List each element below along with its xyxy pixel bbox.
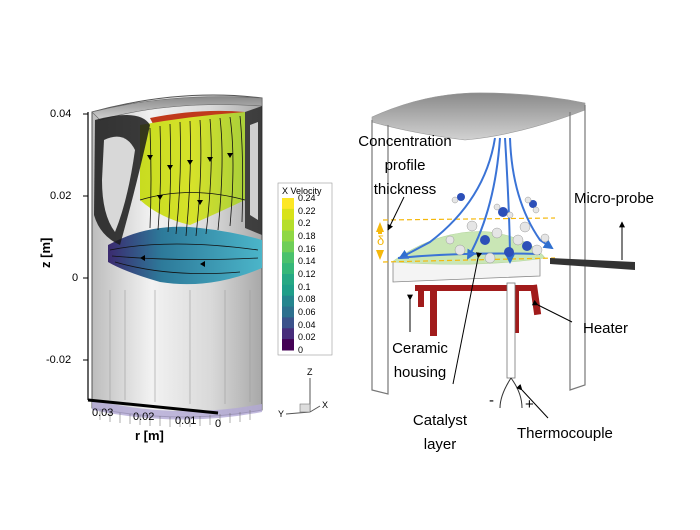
cylinder-top-cap <box>91 96 263 121</box>
heater <box>415 284 542 336</box>
r-tick-1: 0.03 <box>92 407 114 419</box>
legend-color-swatch <box>282 263 294 275</box>
legend-color-swatch <box>282 230 294 242</box>
annotation-lines <box>387 196 625 419</box>
cfd-plot <box>83 94 333 427</box>
legend-tick-label: 0 <box>298 345 304 355</box>
legend-color-swatch <box>282 208 294 221</box>
label-ceramic-1: Ceramic <box>392 340 448 357</box>
legend-title: X Velocity <box>282 186 322 196</box>
r-tick-2: 0.02 <box>133 411 155 423</box>
legend-tick-label: 0.12 <box>298 269 316 279</box>
micro-probe <box>550 258 635 270</box>
label-micro-probe: Micro-probe <box>574 190 655 207</box>
streamlines <box>109 115 259 275</box>
legend-color-swatch <box>282 198 294 210</box>
label-plus: + <box>525 396 534 413</box>
legend-color-swatch <box>282 274 294 286</box>
label-thermocouple: Thermocouple <box>517 425 613 442</box>
inflow-arrows <box>99 410 251 427</box>
label-ceramic-2: housing <box>393 364 447 381</box>
legend-color-swatch <box>282 284 294 297</box>
z-tick-2: 0.02 <box>50 190 72 202</box>
legend-tick-label: 0.02 <box>298 332 316 343</box>
r-tick-4: 0 <box>215 418 222 430</box>
label-concentration-2: profile <box>384 157 426 174</box>
legend-colorbar <box>277 182 333 356</box>
label-concentration-3: thickness <box>373 181 437 198</box>
molecules <box>445 193 550 264</box>
legend-tick-label: 0.16 <box>298 243 316 254</box>
label-minus: - <box>489 392 494 409</box>
legend-color-swatch <box>282 306 294 318</box>
recirculation-core <box>102 136 135 232</box>
legend-tick-label: 0.24 <box>298 193 316 203</box>
velocity-surface-upper <box>140 112 245 225</box>
reactor-diagram <box>371 92 635 419</box>
thermocouple <box>506 282 516 379</box>
z-axis-label: z [m] <box>38 237 53 268</box>
label-heater: Heater <box>583 320 629 337</box>
velocity-surface-lower <box>108 226 262 285</box>
triad-z: Z <box>307 367 313 377</box>
label-concentration-1: Concentration <box>358 133 452 150</box>
label-catalyst-2: layer <box>423 436 457 453</box>
label-delta: δ <box>377 233 385 248</box>
legend-tick-label: 0.06 <box>298 307 316 317</box>
r-tick-3: 0.01 <box>175 415 197 427</box>
triad-y: Y <box>278 409 285 419</box>
legend-color-swatch <box>282 252 294 264</box>
legend-color-swatch <box>282 295 294 308</box>
r-axis-label: r [m] <box>135 428 164 443</box>
legend-tick-label: 0.14 <box>298 256 316 267</box>
legend-tick-label: 0.04 <box>298 319 316 330</box>
legend-tick-label: 0.1 <box>298 281 311 292</box>
legend-tick-label: 0.2 <box>298 218 311 229</box>
legend-color-swatch <box>282 328 294 340</box>
z-tick-3: 0 <box>72 272 79 284</box>
triad-x: X <box>322 400 329 410</box>
ceramic-housing-left <box>371 120 389 395</box>
legend-color-swatch <box>282 241 294 253</box>
legend-tick-label: 0.08 <box>298 294 316 305</box>
legend-tick-label: 0.22 <box>298 205 316 216</box>
legend-tick-label: 0.18 <box>298 231 316 241</box>
label-catalyst-1: Catalyst <box>412 412 468 429</box>
axis-triad <box>285 378 321 415</box>
legend-color-swatch <box>282 317 294 329</box>
legend-color-swatch <box>282 339 294 351</box>
z-tick-1: 0.04 <box>50 108 72 120</box>
legend-color-swatch <box>282 219 294 232</box>
ceramic-housing-right <box>569 105 586 391</box>
z-tick-4: -0.02 <box>46 354 72 366</box>
